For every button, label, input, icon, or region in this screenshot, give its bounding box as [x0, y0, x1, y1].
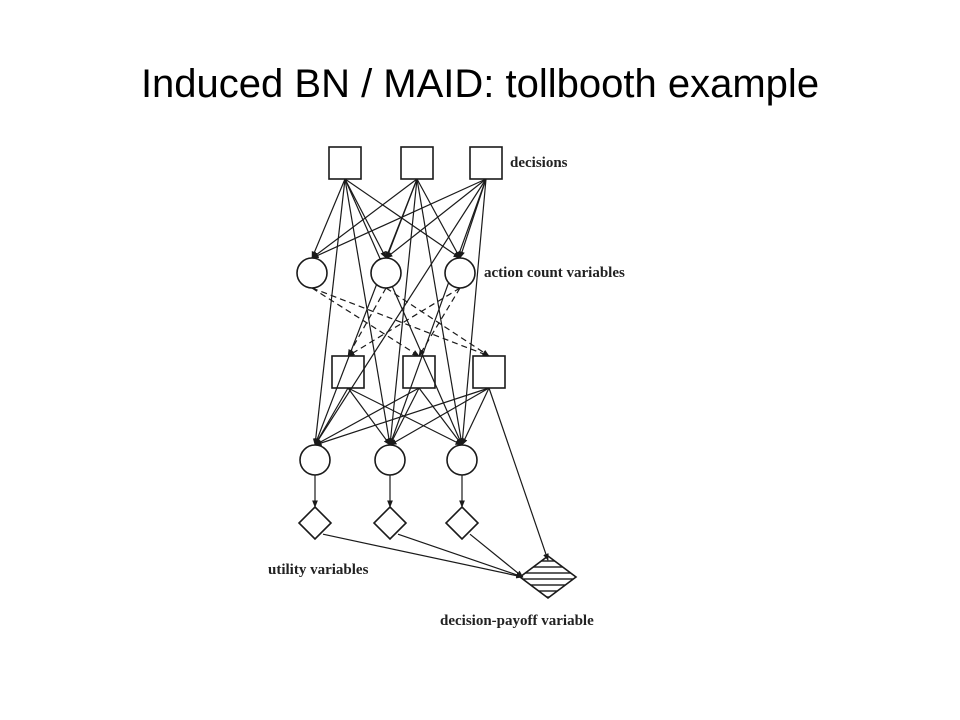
edge-decision-2-to-lower-2	[387, 178, 418, 446]
action-count-label: action count variables	[484, 265, 625, 281]
edge-decision-2-to-lower-3	[416, 178, 464, 446]
edge-count-1-to-mid-3	[311, 287, 490, 357]
edge-count-3-to-mid-2	[418, 287, 461, 357]
decision-node-1	[328, 146, 362, 180]
slide-title: Induced BN / MAID: tollbooth example	[140, 62, 820, 106]
decision-node-2	[400, 146, 434, 180]
edge-mid-3-to-lower-1	[314, 387, 490, 446]
decision-node-3	[469, 146, 503, 180]
edge-mid-3-to-lower-3	[461, 387, 490, 446]
mid-decision-node-3	[472, 355, 506, 389]
edge-decision-2-to-lower-1	[314, 178, 418, 446]
edge-decision-3-to-lower-2	[389, 178, 487, 446]
edge-count-2-to-mid-3	[385, 287, 490, 357]
edge-decision-1-to-lower-2	[344, 178, 392, 446]
edge-mid-2-to-lower-2	[389, 387, 420, 446]
utility-node-2	[372, 505, 408, 541]
edge-count-1-to-mid-2	[311, 287, 420, 357]
edge-count-3-to-mid-1	[347, 287, 461, 357]
edge-decision-1-to-count-3	[344, 178, 461, 259]
lower-chance-node-1	[299, 444, 331, 476]
edge-mid-2-to-lower-1	[314, 387, 420, 446]
edge-count-2-to-mid-1	[347, 287, 387, 357]
edge-decision-3-to-count-1	[311, 178, 487, 259]
edge-decision-3-to-lower-3	[459, 178, 487, 446]
decision-payoff-node	[518, 555, 578, 599]
edges-group	[311, 178, 549, 579]
edge-mid-1-to-lower-2	[347, 387, 391, 446]
mid-decision-node-1	[331, 355, 365, 389]
edge-decision-3-to-lower-1	[314, 178, 487, 446]
mid-decision-node-2	[402, 355, 436, 389]
action-count-node-2	[370, 257, 402, 289]
nodes-group	[296, 146, 578, 599]
edge-decision-2-to-count-3	[416, 178, 461, 259]
edge-decision-1-to-lower-1	[312, 178, 346, 446]
lower-chance-node-3	[446, 444, 478, 476]
action-count-node-1	[296, 257, 328, 289]
edge-decision-1-to-count-2	[344, 178, 387, 259]
utility-node-1	[297, 505, 333, 541]
edge-decision-1-to-count-1	[311, 178, 346, 259]
utility-node-3	[444, 505, 480, 541]
edge-decision-2-to-count-1	[311, 178, 418, 259]
action-count-node-3	[444, 257, 476, 289]
edge-decision-3-to-count-2	[385, 178, 487, 259]
edge-utility-3-to-payoff	[469, 533, 524, 578]
edge-utility-1-to-payoff	[322, 533, 524, 579]
edge-mid-1-to-lower-1	[314, 387, 349, 446]
utility-label: utility variables	[268, 562, 369, 578]
decision-payoff-label: decision-payoff variable	[440, 613, 594, 629]
edge-utility-2-to-payoff	[397, 533, 524, 578]
edge-mid-3-to-payoff	[488, 387, 549, 561]
decisions-label: decisions	[510, 155, 568, 171]
edge-mid-3-to-lower-2	[389, 387, 490, 446]
lower-chance-node-2	[374, 444, 406, 476]
